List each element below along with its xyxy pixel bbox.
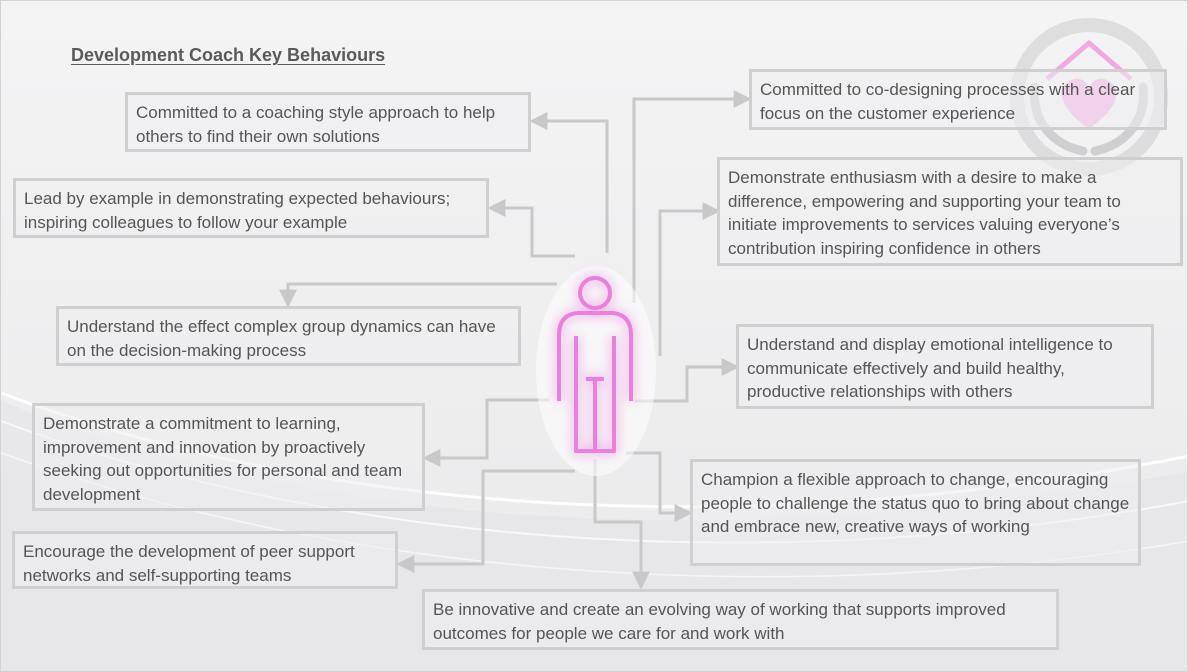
behaviour-box-peer-support: Encourage the development of peer suppor… bbox=[12, 531, 398, 589]
arrow-coaching-style bbox=[529, 112, 609, 253]
page-title: Development Coach Key Behaviours bbox=[71, 45, 386, 65]
arrow-flexible-change bbox=[626, 451, 693, 522]
behaviour-box-flexible-change: Champion a flexible approach to change, … bbox=[690, 459, 1141, 566]
arrow-group-dynamics bbox=[279, 282, 557, 308]
arrow-lead-by-example bbox=[487, 199, 575, 258]
behaviour-box-innovative: Be innovative and create an evolving way… bbox=[422, 589, 1059, 650]
behaviour-box-lead-by-example: Lead by example in demonstrating expecte… bbox=[13, 178, 489, 238]
arrow-innovative bbox=[593, 459, 650, 590]
arrow-learning-commitment bbox=[422, 398, 549, 467]
arrow-peer-support bbox=[396, 469, 575, 573]
behaviour-box-learning-commitment: Demonstrate a commitment to learning, im… bbox=[32, 403, 425, 511]
behaviour-box-group-dynamics: Understand the effect complex group dyna… bbox=[56, 306, 521, 366]
arrow-enthusiasm bbox=[658, 202, 721, 356]
behaviour-box-emotional-intelligence: Understand and display emotional intelli… bbox=[736, 324, 1154, 409]
arrow-emotional-intelligence bbox=[634, 358, 740, 403]
behaviour-box-enthusiasm: Demonstrate enthusiasm with a desire to … bbox=[717, 157, 1183, 266]
behaviour-box-co-designing: Committed to co-designing processes with… bbox=[749, 69, 1167, 130]
behaviour-box-coaching-style: Committed to a coaching style approach t… bbox=[125, 92, 531, 152]
arrow-co-designing bbox=[632, 90, 752, 303]
